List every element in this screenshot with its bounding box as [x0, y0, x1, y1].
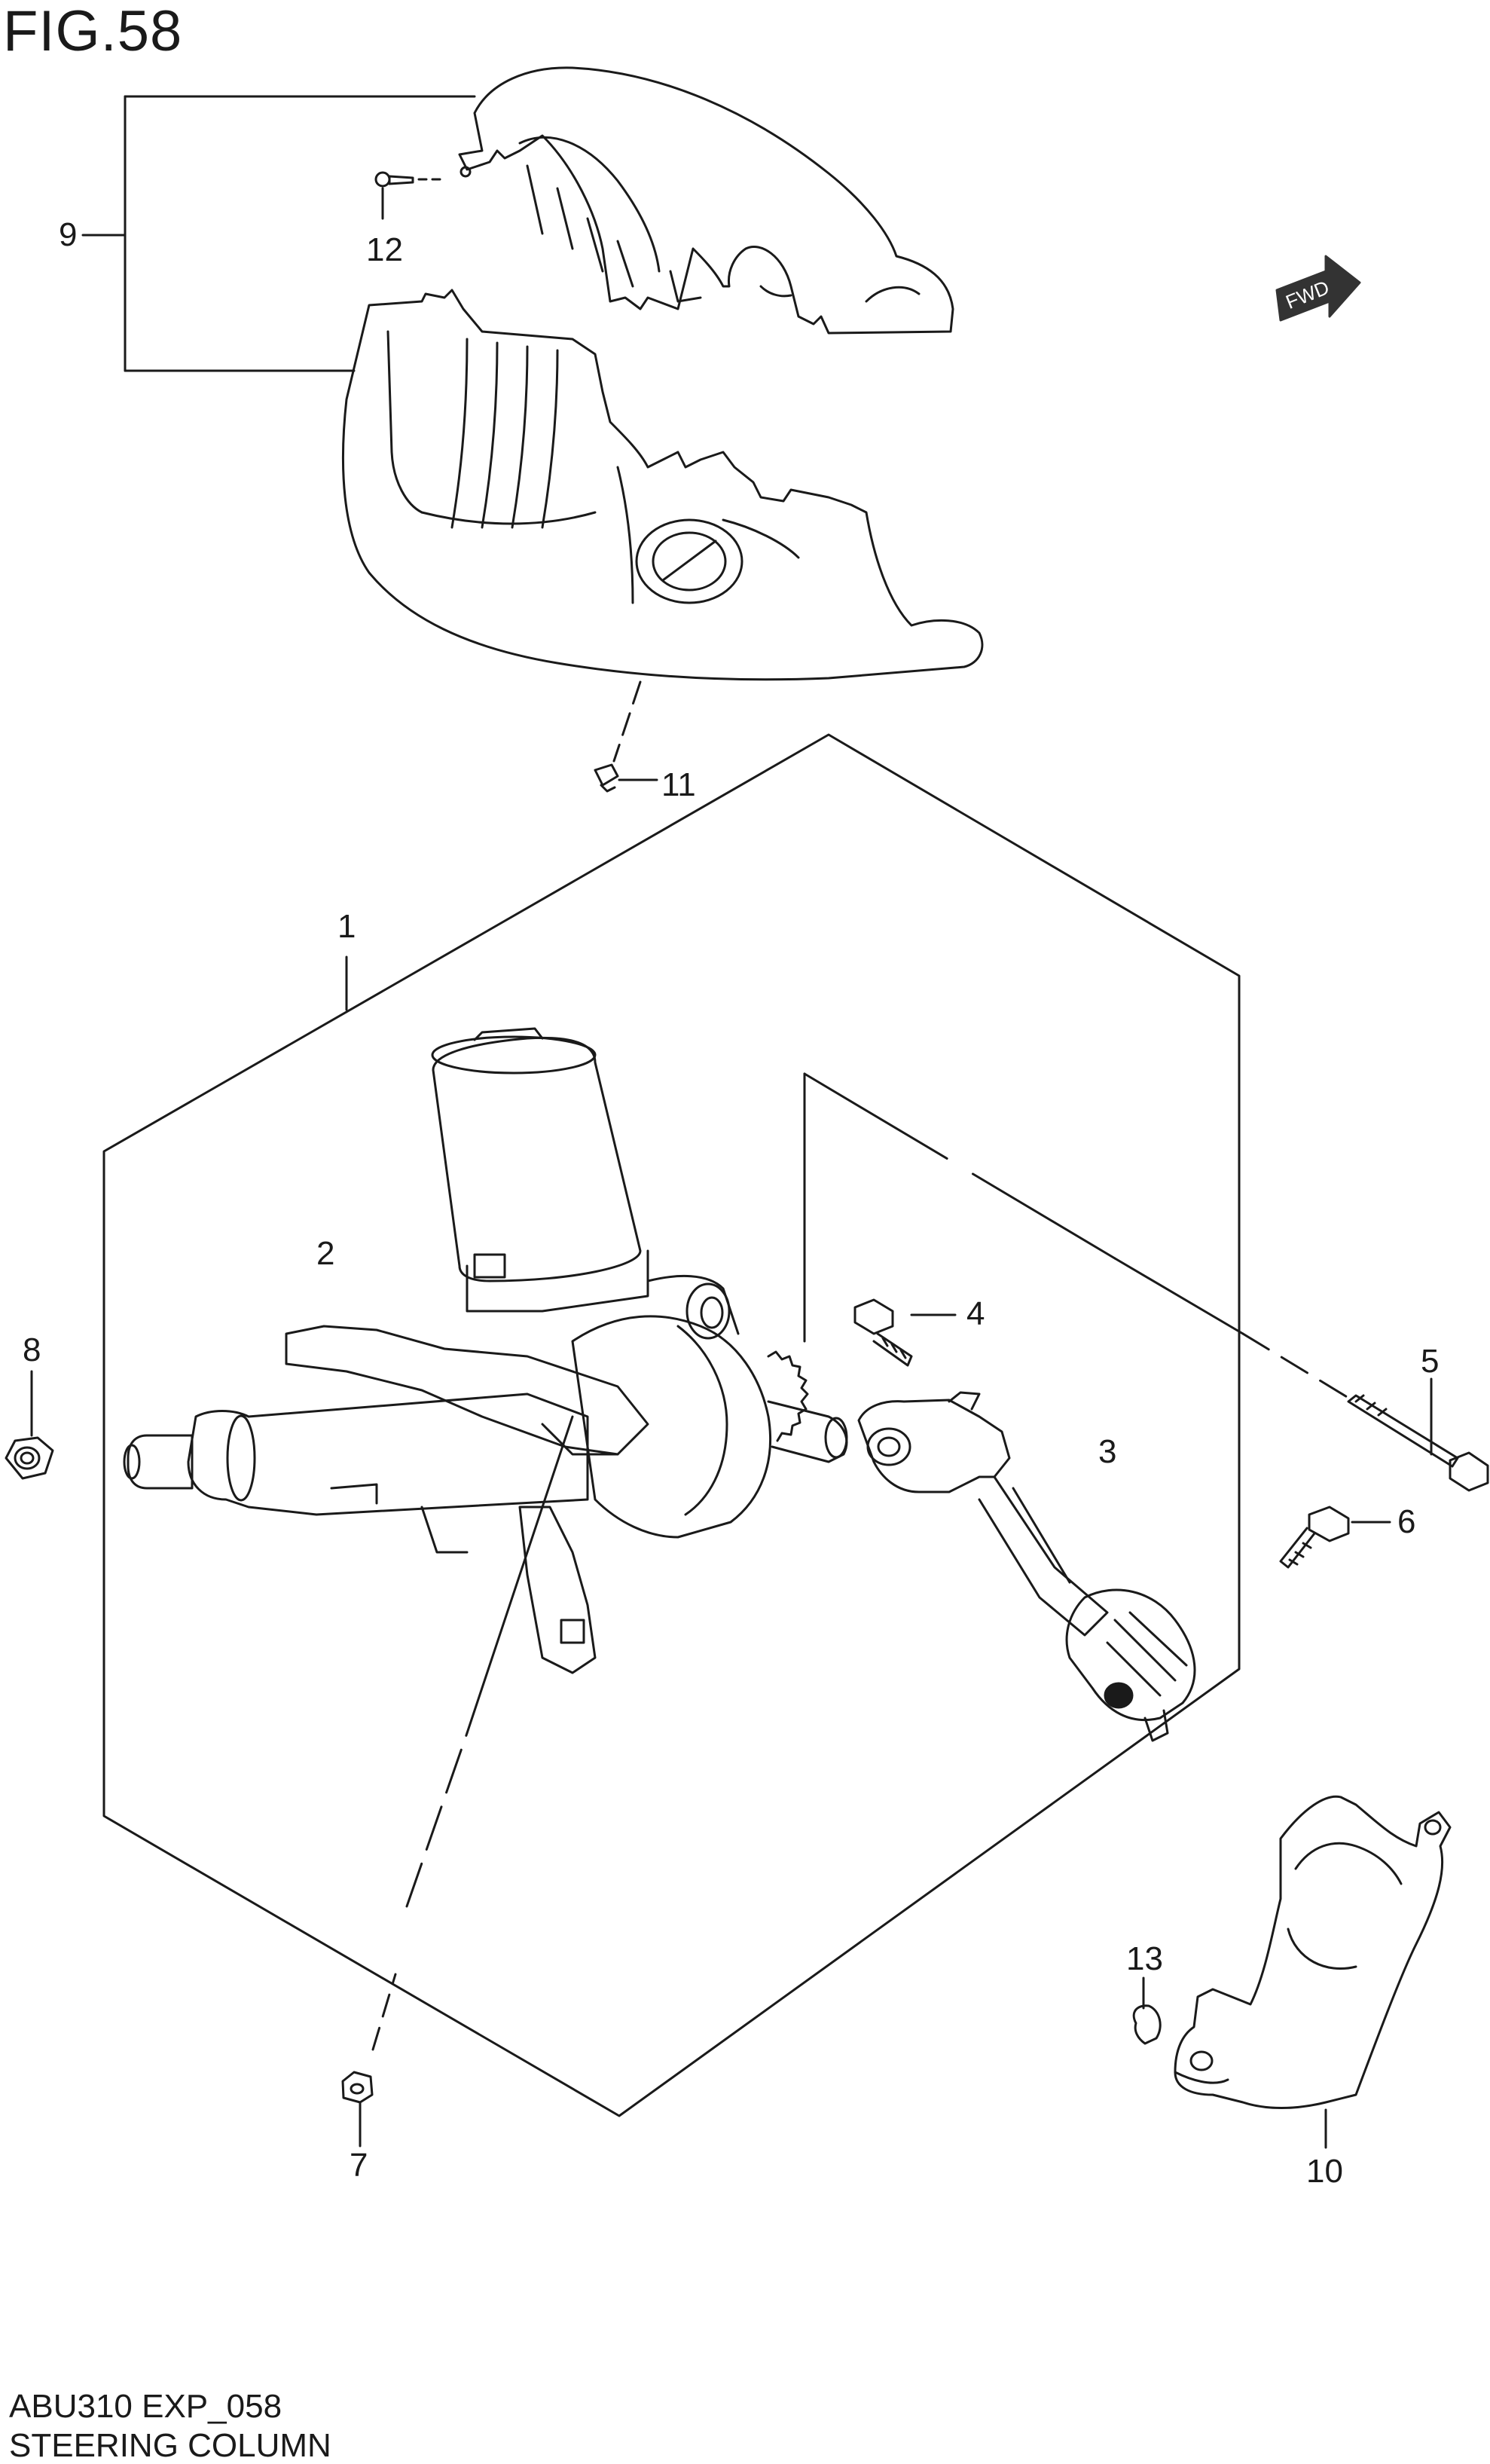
screw-12 — [374, 171, 446, 220]
steering-column-body — [123, 1027, 848, 1674]
bolt-5 — [1347, 1377, 1489, 1492]
callout-7: 7 — [350, 2147, 368, 2184]
callout-4: 4 — [966, 1295, 985, 1332]
callout-12: 12 — [366, 231, 403, 268]
callout-11: 11 — [661, 766, 696, 803]
bolt-4 — [853, 1298, 957, 1367]
clip-13 — [1132, 1976, 1162, 2045]
lower-column-cover — [341, 289, 984, 681]
nut-8 — [5, 1370, 54, 1480]
cover-10 — [1174, 1795, 1452, 2149]
intermediate-shaft-3 — [857, 1391, 1196, 1742]
callout-6: 6 — [1397, 1503, 1416, 1540]
fwd-arrow-icon — [1275, 255, 1361, 322]
callout-10: 10 — [1306, 2153, 1343, 2190]
bracket-9 — [81, 95, 476, 372]
assembly-outline — [102, 733, 1350, 2117]
callout-13: 13 — [1126, 1940, 1163, 1977]
callout-1: 1 — [337, 908, 356, 945]
callout-9: 9 — [59, 216, 78, 253]
nut-7 — [341, 2071, 374, 2148]
figure-title: FIG.58 — [3, 0, 183, 63]
callout-3: 3 — [1098, 1433, 1117, 1470]
callout-5: 5 — [1421, 1343, 1440, 1380]
bolt-6 — [1279, 1506, 1391, 1569]
callout-8: 8 — [23, 1331, 41, 1368]
figure-code: ABU310 EXP_058 — [9, 2388, 282, 2425]
upper-column-cover — [458, 66, 954, 335]
figure-name: STEERING COLUMN — [9, 2427, 331, 2464]
screw-11 — [594, 680, 658, 793]
callout-2: 2 — [316, 1235, 335, 1272]
